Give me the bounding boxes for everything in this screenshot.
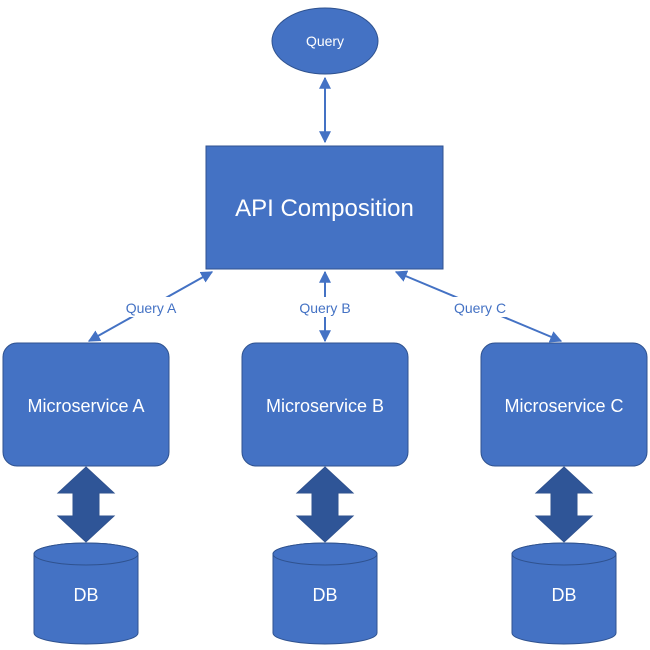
query-node-label: Query: [306, 33, 344, 49]
microservice-a-db-double-arrow: [56, 466, 116, 543]
query-c-label: Query C: [454, 300, 506, 316]
query-c-label-bg: [445, 297, 515, 317]
microservice-c-db-double-arrow: [534, 466, 594, 543]
database-c-node[interactable]: DB: [511, 542, 617, 645]
microservice-a-node[interactable]: Microservice A: [2, 342, 170, 467]
microservice-b-node[interactable]: Microservice B: [241, 342, 409, 467]
database-a-node[interactable]: DB: [33, 542, 139, 645]
database-a-label: DB: [73, 585, 98, 605]
api-composition-label: API Composition: [235, 195, 414, 222]
query-b-label-bg: [290, 297, 360, 317]
database-c-label: DB: [551, 585, 576, 605]
microservice-c-label: Microservice C: [504, 396, 623, 416]
query-a-label-bg: [116, 297, 186, 317]
query-b-label: Query B: [299, 300, 350, 316]
microservice-c-node[interactable]: Microservice C: [480, 342, 648, 467]
microservice-b-label: Microservice B: [266, 396, 384, 416]
microservice-a-label: Microservice A: [27, 396, 144, 416]
query-a-label: Query A: [126, 300, 177, 316]
database-b-node[interactable]: DB: [272, 542, 378, 645]
microservice-b-db-double-arrow: [295, 466, 355, 543]
api-composition-node[interactable]: API Composition: [205, 145, 444, 270]
database-b-label: DB: [312, 585, 337, 605]
query-node[interactable]: Query: [271, 7, 379, 75]
